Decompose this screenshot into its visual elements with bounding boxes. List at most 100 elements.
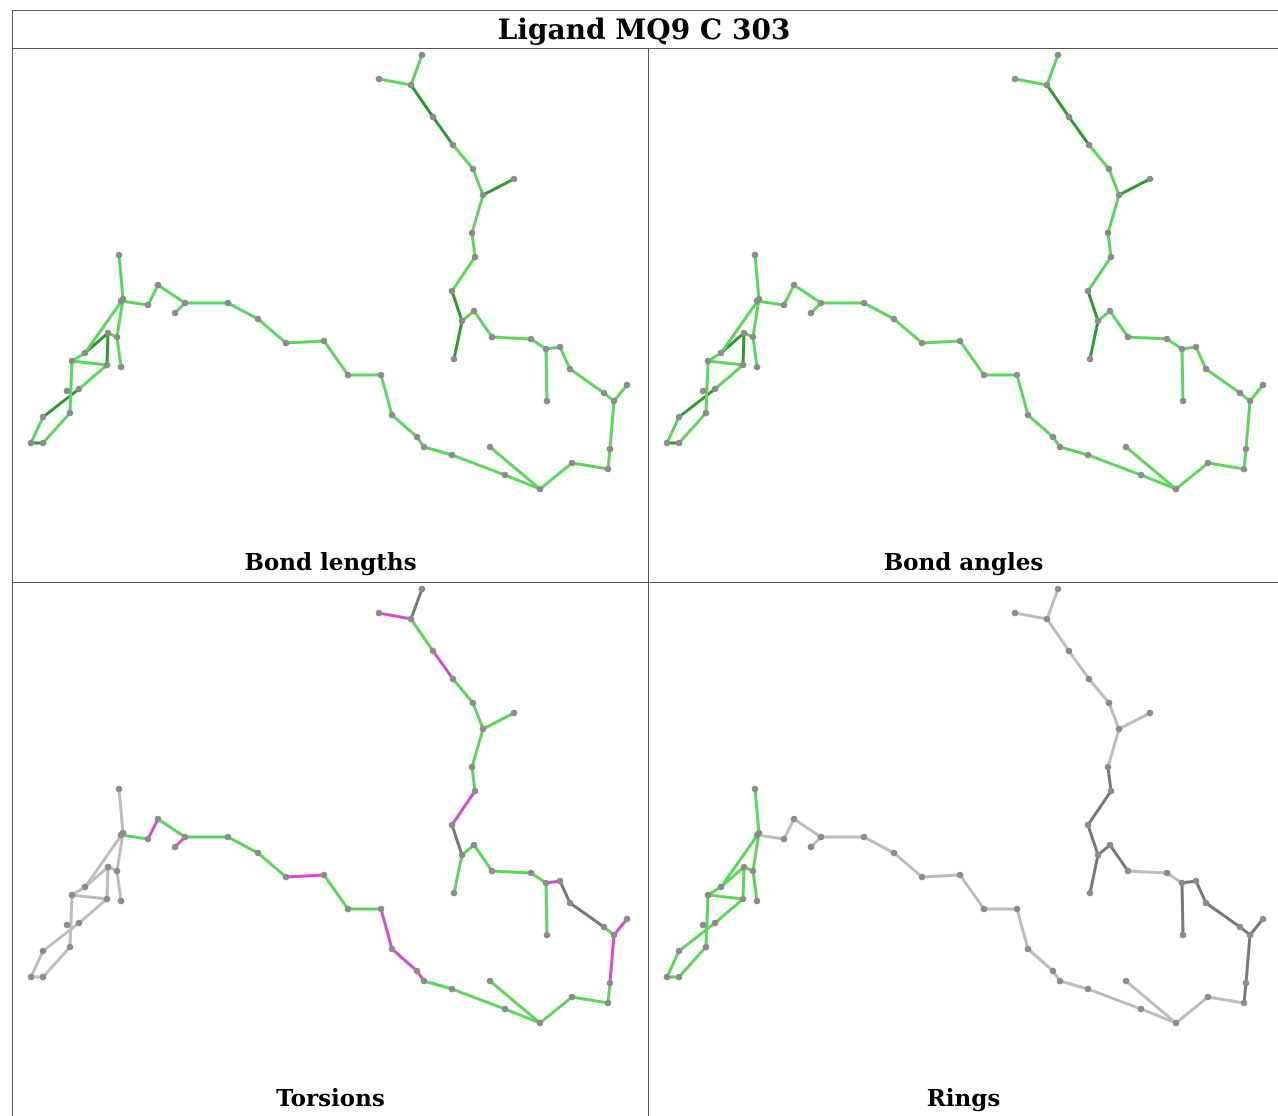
bond [77, 897, 109, 925]
atom [675, 439, 683, 447]
atom [418, 585, 426, 593]
bond [741, 331, 746, 367]
bond [68, 359, 74, 415]
bond [115, 831, 125, 873]
atom [1024, 411, 1032, 419]
bond [450, 453, 507, 477]
atom [1084, 985, 1092, 993]
atom [344, 371, 352, 379]
atom [1172, 485, 1180, 493]
bond [1015, 373, 1030, 417]
bond [1124, 979, 1178, 1025]
atom [104, 863, 112, 871]
bond [862, 835, 896, 855]
atom [407, 81, 415, 89]
bond [665, 415, 681, 445]
atom [1204, 993, 1212, 1001]
bond [1088, 319, 1100, 361]
atoms [27, 51, 631, 493]
atom [890, 849, 898, 857]
bond [862, 301, 896, 321]
bond [70, 893, 109, 901]
bond [451, 677, 475, 705]
atom [860, 299, 868, 307]
bond [544, 347, 549, 403]
bond [471, 701, 485, 731]
bond [450, 289, 464, 323]
bond [1086, 289, 1100, 323]
bond [1126, 869, 1169, 875]
panel-bond-angles: Bond angles [649, 49, 1278, 582]
atom [413, 967, 421, 975]
atom [1065, 647, 1073, 655]
atom [470, 841, 478, 849]
bond [719, 297, 761, 355]
bond [481, 711, 516, 731]
atom [1124, 867, 1132, 875]
atom [807, 309, 815, 317]
atom [717, 883, 725, 891]
bond [503, 473, 542, 491]
atom [39, 413, 47, 421]
bond [704, 359, 710, 415]
bond [1045, 83, 1071, 119]
atom [623, 381, 631, 389]
atom [711, 385, 719, 393]
atom [224, 299, 232, 307]
atom [556, 343, 564, 351]
atom [1105, 699, 1113, 707]
atom [81, 883, 89, 891]
atom [39, 439, 47, 447]
atom [749, 333, 757, 341]
bond [782, 817, 796, 841]
atom [344, 905, 352, 913]
bond [1242, 447, 1248, 471]
atom [1043, 615, 1051, 623]
atom [566, 365, 574, 373]
bond [665, 949, 681, 979]
atom [1246, 397, 1254, 405]
atom [1242, 445, 1250, 453]
atom [66, 409, 74, 417]
bond [450, 823, 464, 857]
atom [702, 409, 710, 417]
atom [1178, 345, 1186, 353]
bond [892, 851, 924, 879]
bond [503, 1007, 542, 1025]
bond [1058, 979, 1090, 991]
atom [1106, 841, 1114, 849]
bond [452, 319, 464, 361]
bond [1180, 881, 1185, 937]
atom [1202, 899, 1210, 907]
atom [606, 445, 614, 453]
molecule-bond-angles [663, 51, 1267, 493]
atom [675, 413, 683, 421]
atom [468, 763, 476, 771]
atom [479, 191, 487, 199]
bond [390, 413, 419, 439]
bond [1067, 649, 1091, 681]
bond [612, 917, 629, 937]
bond [713, 363, 745, 391]
bond [1107, 167, 1121, 197]
atom [68, 891, 76, 899]
atom [1084, 287, 1092, 295]
atom [600, 923, 608, 931]
bond [1106, 727, 1121, 769]
atom [610, 931, 618, 939]
bond [1045, 53, 1060, 87]
bond [704, 893, 710, 949]
atom [1240, 999, 1248, 1007]
bond [1117, 711, 1152, 731]
atom [1124, 333, 1132, 341]
atom [501, 1005, 509, 1013]
bond [409, 83, 435, 119]
bond [41, 945, 72, 979]
atom [449, 675, 457, 683]
bond [117, 253, 125, 301]
atom [27, 439, 35, 447]
bond [558, 345, 572, 371]
atom [113, 867, 121, 875]
atom [606, 979, 614, 987]
atom [527, 335, 535, 343]
